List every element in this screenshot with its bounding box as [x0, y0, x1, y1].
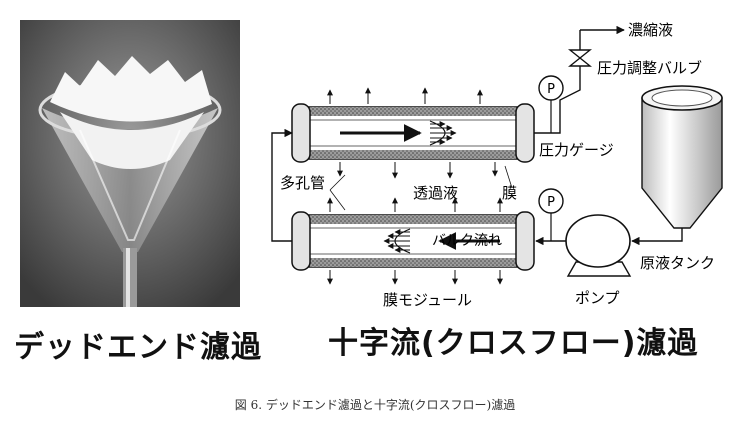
label-membrane-module: 膜モジュール — [383, 291, 472, 309]
label-porous-tube: 多孔管 — [280, 174, 325, 192]
label-feed-tank: 原液タンク — [640, 254, 715, 272]
lower-pressure-gauge-icon: P — [538, 188, 564, 241]
pump-icon — [565, 214, 632, 277]
cross-flow-title: 十字流(クロスフロー)濾過 — [328, 326, 699, 361]
figure-caption: 図 6. デッドエンド濾過と十字流(クロスフロー)濾過 — [234, 398, 516, 412]
label-permeate: 透過液 — [413, 184, 458, 202]
label-pressure-gauge: 圧力ゲージ — [539, 141, 614, 159]
lower-gauge-symbol: P — [547, 195, 555, 210]
label-bulk-flow: バルク流れ — [432, 233, 502, 249]
label-pressure-valve: 圧力調整バルブ — [597, 59, 702, 77]
feed-tank-icon — [641, 85, 723, 229]
label-pump: ポンプ — [575, 289, 620, 307]
lower-membrane-module — [291, 197, 535, 285]
dead-end-title: デッドエンド濾過 — [14, 330, 262, 365]
pressure-valve-icon — [568, 49, 592, 67]
dead-end-filtration-photo — [20, 20, 240, 307]
upper-gauge-symbol: P — [547, 82, 555, 97]
upper-pressure-gauge-icon: P — [538, 75, 564, 133]
upper-membrane-module — [291, 87, 535, 179]
label-membrane: 膜 — [502, 184, 517, 202]
label-concentrate: 濃縮液 — [628, 21, 673, 39]
